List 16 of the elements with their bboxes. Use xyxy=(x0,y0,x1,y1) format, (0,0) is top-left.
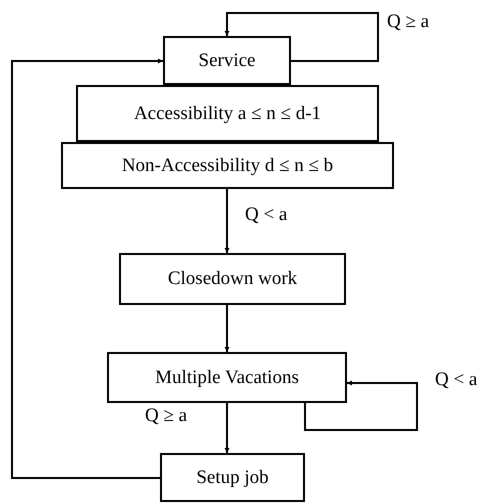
process-box: Service xyxy=(163,36,291,85)
arrow xyxy=(224,12,379,62)
process-box: Closedown work xyxy=(119,253,346,305)
process-box: Setup job xyxy=(160,453,305,502)
process-box: Multiple Vacations xyxy=(107,352,347,403)
edge-label: Q < a xyxy=(434,370,478,389)
arrow xyxy=(224,189,230,253)
arrow xyxy=(304,380,418,431)
edge-label: Q < a xyxy=(244,205,288,224)
edge-label: Q ≥ a xyxy=(144,406,188,425)
process-box: Accessibility a ≤ n ≤ d-1 xyxy=(76,85,379,142)
arrow xyxy=(224,305,230,352)
arrow xyxy=(224,403,230,453)
edge-label: Q ≥ a xyxy=(386,12,430,31)
arrow xyxy=(11,58,163,479)
process-box: Non-Accessibility d ≤ n ≤ b xyxy=(61,142,394,189)
